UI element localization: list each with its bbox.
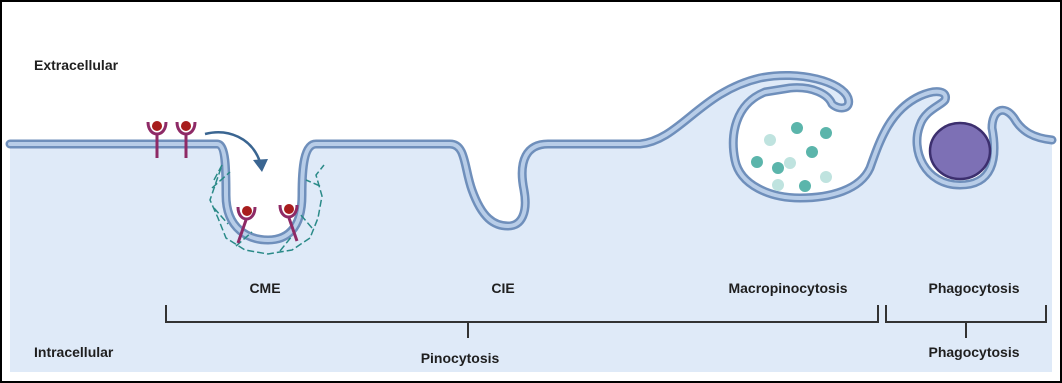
intracellular-label: Intracellular [34,344,114,360]
extracellular-label: Extracellular [34,57,119,73]
particle [772,162,784,174]
particle [799,180,811,192]
particle [806,146,818,158]
phagocytosis-process-label: Phagocytosis [928,280,1019,296]
phagocytosed-particle [930,123,990,179]
particle [751,156,763,168]
particle [820,127,832,139]
macropinocytosis-label: Macropinocytosis [728,280,847,296]
pinocytosis-group-label: Pinocytosis [421,350,500,366]
ligand [181,121,191,131]
arrow-head [253,159,268,172]
cme-label: CME [249,280,280,296]
particle [764,134,776,146]
particle [784,157,796,169]
particle [791,122,803,134]
particle [772,179,784,191]
ligand [242,206,252,216]
ligand [284,204,294,214]
particle [820,171,832,183]
cie-label: CIE [491,280,514,296]
macropinosome-particles [751,122,832,192]
phagocytosis-group-label: Phagocytosis [928,344,1019,360]
ligand [152,121,162,131]
